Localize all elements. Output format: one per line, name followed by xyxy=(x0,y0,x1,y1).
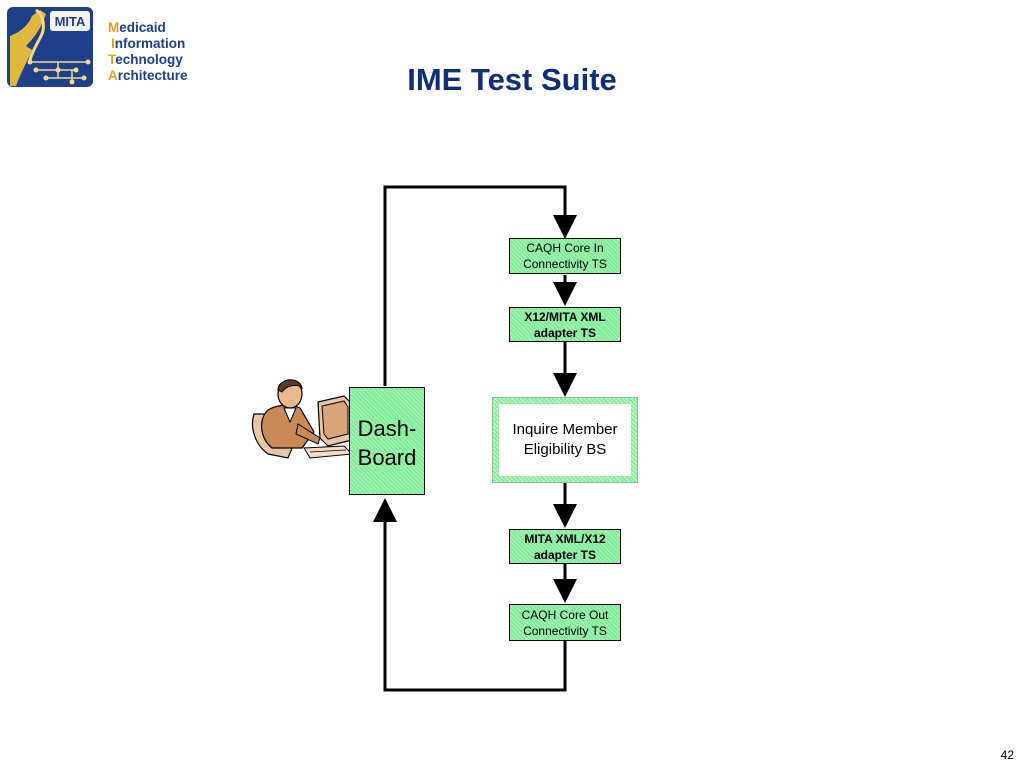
person-at-computer-icon xyxy=(251,379,354,459)
logo-wordmark: Medicaid Information Technology Architec… xyxy=(108,20,188,83)
x12-to-mita-xml-adapter-box: X12/MITA XML adapter TS xyxy=(509,307,621,342)
inquire-line1: Inquire Member xyxy=(512,421,618,438)
mita-logo-graphic: MITA xyxy=(7,7,93,87)
svg-text:MITA: MITA xyxy=(55,14,86,29)
loop-bottom-connector xyxy=(373,498,567,692)
xml-adapter-line1: MITA XML/X12 xyxy=(524,531,606,546)
dashboard-box: Dash- Board xyxy=(349,387,425,495)
inquire-member-eligibility-box: Inquire Member Eligibility BS xyxy=(492,397,638,483)
page-title: IME Test Suite xyxy=(407,62,617,97)
x12-adapter-line2: adapter TS xyxy=(533,325,596,340)
page-number: 42 xyxy=(1000,748,1014,762)
caqh-out-line1: CAQH Core Out xyxy=(521,607,609,622)
x12-adapter-line1: X12/MITA XML xyxy=(524,309,606,324)
caqh-core-out-box: CAQH Core Out Connectivity TS xyxy=(509,604,621,641)
dashboard-label-line2: Board xyxy=(357,445,417,470)
loop-top-connector xyxy=(383,185,577,386)
caqh-in-line1: CAQH Core In xyxy=(526,241,604,255)
xml-adapter-line2: adapter TS xyxy=(533,547,596,562)
caqh-out-line2: Connectivity TS xyxy=(523,623,607,638)
caqh-core-in-box: CAQH Core In Connectivity TS xyxy=(509,238,621,274)
inquire-line2: Eligibility BS xyxy=(523,441,607,458)
inquire-member-eligibility-label: Inquire Member Eligibility BS xyxy=(499,404,631,476)
dashboard-label-line1: Dash- xyxy=(357,416,417,441)
mita-xml-to-x12-adapter-box: MITA XML/X12 adapter TS xyxy=(509,529,621,564)
mita-logo: MITA Medicaid Information Technology Arc… xyxy=(6,6,206,90)
caqh-in-line2: Connectivity TS xyxy=(523,257,607,271)
